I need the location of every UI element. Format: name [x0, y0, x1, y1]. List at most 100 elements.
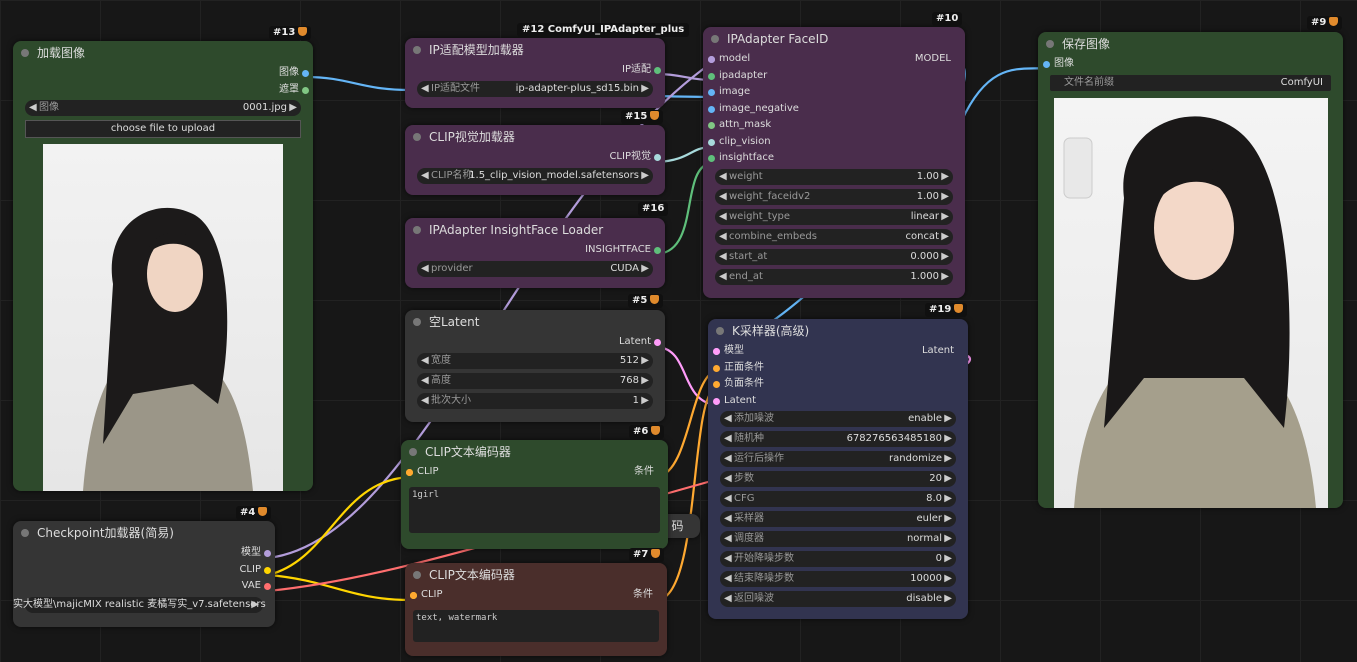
input-socket[interactable] — [708, 155, 715, 162]
input-negative[interactable]: 负面条件 — [708, 376, 968, 393]
output-socket[interactable] — [708, 56, 715, 63]
input-socket[interactable] — [708, 72, 715, 80]
arrow-left-icon[interactable]: ◀ — [421, 374, 429, 386]
arrow-right-icon[interactable]: ▶ — [944, 433, 952, 444]
input-clip-vision[interactable]: clip_vision — [703, 134, 965, 151]
input-socket[interactable] — [708, 105, 715, 113]
arrow-left-icon[interactable]: ◀ — [724, 473, 732, 484]
collapse-dot[interactable] — [21, 49, 29, 57]
arrow-left-icon[interactable]: ◀ — [421, 394, 429, 406]
output-socket[interactable] — [654, 67, 661, 74]
node-header[interactable]: IPAdapter FaceID — [703, 27, 965, 51]
output-latent[interactable]: Latent — [405, 334, 665, 351]
arrow-left-icon[interactable]: ◀ — [724, 413, 732, 424]
arrow-right-icon[interactable]: ▶ — [944, 473, 952, 484]
prompt-textarea[interactable]: 1girl — [409, 486, 660, 533]
ksampler-advanced-node[interactable]: K采样器(高级) 模型 Latent 正面条件 负面条件 Latent ◀添加噪… — [708, 319, 968, 619]
arrow-left-icon[interactable]: ◀ — [719, 270, 727, 282]
arrow-right-icon[interactable]: ▶ — [944, 593, 952, 604]
node-header[interactable]: 空Latent — [405, 310, 665, 334]
output-socket[interactable] — [264, 583, 271, 590]
arrow-right-icon[interactable]: ▶ — [944, 453, 952, 464]
input-images[interactable]: 图像 — [1038, 56, 1343, 73]
arrow-right-icon[interactable]: ▶ — [941, 210, 949, 222]
arrow-right-icon[interactable]: ▶ — [941, 250, 949, 262]
arrow-left-icon[interactable]: ◀ — [724, 433, 732, 444]
arrow-right-icon[interactable]: ▶ — [641, 169, 649, 181]
output-socket[interactable] — [654, 247, 661, 254]
arrow-right-icon[interactable]: ▶ — [941, 170, 949, 182]
input-ipadapter[interactable]: ipadapter — [703, 68, 965, 85]
arrow-right-icon[interactable]: ▶ — [944, 493, 952, 504]
output-socket[interactable] — [654, 339, 661, 346]
input-latent[interactable]: Latent — [708, 393, 968, 410]
node-header[interactable]: Checkpoint加载器(简易) — [13, 521, 275, 545]
arrow-right-icon[interactable]: ▶ — [944, 413, 952, 424]
node-header[interactable]: CLIP视觉加载器 — [405, 125, 665, 149]
collapse-dot[interactable] — [413, 226, 421, 234]
arrow-left-icon[interactable]: ◀ — [719, 170, 727, 182]
ckpt-name-widget[interactable]: 实大模型\majicMIX realistic 麦橘写实_v7.safetens… — [13, 596, 266, 613]
node-header[interactable]: 加载图像 — [13, 41, 313, 65]
arrow-left-icon[interactable]: ◀ — [724, 533, 732, 544]
input-socket[interactable] — [708, 89, 715, 96]
checkpoint-loader-node[interactable]: Checkpoint加载器(简易) 模型 CLIP VAE 实大模型\majic… — [13, 521, 275, 627]
insightface-loader-node[interactable]: IPAdapter InsightFace Loader INSIGHTFACE… — [405, 218, 665, 288]
arrow-right-icon[interactable]: ▶ — [641, 82, 649, 94]
input-socket[interactable] — [713, 364, 720, 372]
output-ipadapter[interactable]: IP适配 — [405, 62, 665, 79]
input-positive[interactable]: 正面条件 — [708, 360, 968, 377]
output-socket[interactable] — [654, 154, 661, 161]
node-header[interactable]: 保存图像 — [1038, 32, 1343, 56]
output-socket[interactable] — [302, 86, 309, 94]
arrow-left-icon[interactable]: ◀ — [421, 169, 429, 181]
arrow-left-icon[interactable]: ◀ — [421, 262, 429, 274]
input-image[interactable]: image — [703, 84, 965, 101]
collapse-dot[interactable] — [711, 35, 719, 43]
arrow-left-icon[interactable]: ◀ — [724, 593, 732, 604]
collapse-dot[interactable] — [716, 327, 724, 335]
arrow-left-icon[interactable]: ◀ — [724, 573, 732, 584]
collapse-dot[interactable] — [1046, 40, 1054, 48]
clip-text-encode-positive-node[interactable]: CLIP文本编码器 CLIP 条件 1girl — [401, 440, 668, 549]
output-socket[interactable] — [406, 469, 413, 476]
node-header[interactable]: K采样器(高级) — [708, 319, 968, 343]
arrow-right-icon[interactable]: ▶ — [641, 262, 649, 274]
collapse-dot[interactable] — [413, 318, 421, 326]
input-attn-mask[interactable]: attn_mask — [703, 117, 965, 134]
arrow-left-icon[interactable]: ◀ — [724, 453, 732, 464]
arrow-right-icon[interactable]: ▶ — [941, 270, 949, 282]
output-vae[interactable]: VAE — [13, 578, 275, 595]
input-clip[interactable]: CLIP 条件 — [405, 587, 667, 604]
arrow-left-icon[interactable]: ◀ — [719, 230, 727, 242]
arrow-right-icon[interactable]: ▶ — [944, 573, 952, 584]
node-header[interactable]: CLIP文本编码器 — [401, 440, 668, 464]
output-image[interactable]: 图像 — [13, 65, 313, 82]
collapse-dot[interactable] — [409, 448, 417, 456]
output-socket[interactable] — [713, 348, 720, 355]
arrow-left-icon[interactable]: ◀ — [719, 250, 727, 262]
node-header[interactable]: IPAdapter InsightFace Loader — [405, 218, 665, 242]
input-model[interactable]: model MODEL — [703, 51, 965, 68]
input-socket[interactable] — [713, 397, 720, 405]
output-socket[interactable] — [264, 566, 271, 574]
arrow-right-icon[interactable]: ▶ — [641, 394, 649, 406]
